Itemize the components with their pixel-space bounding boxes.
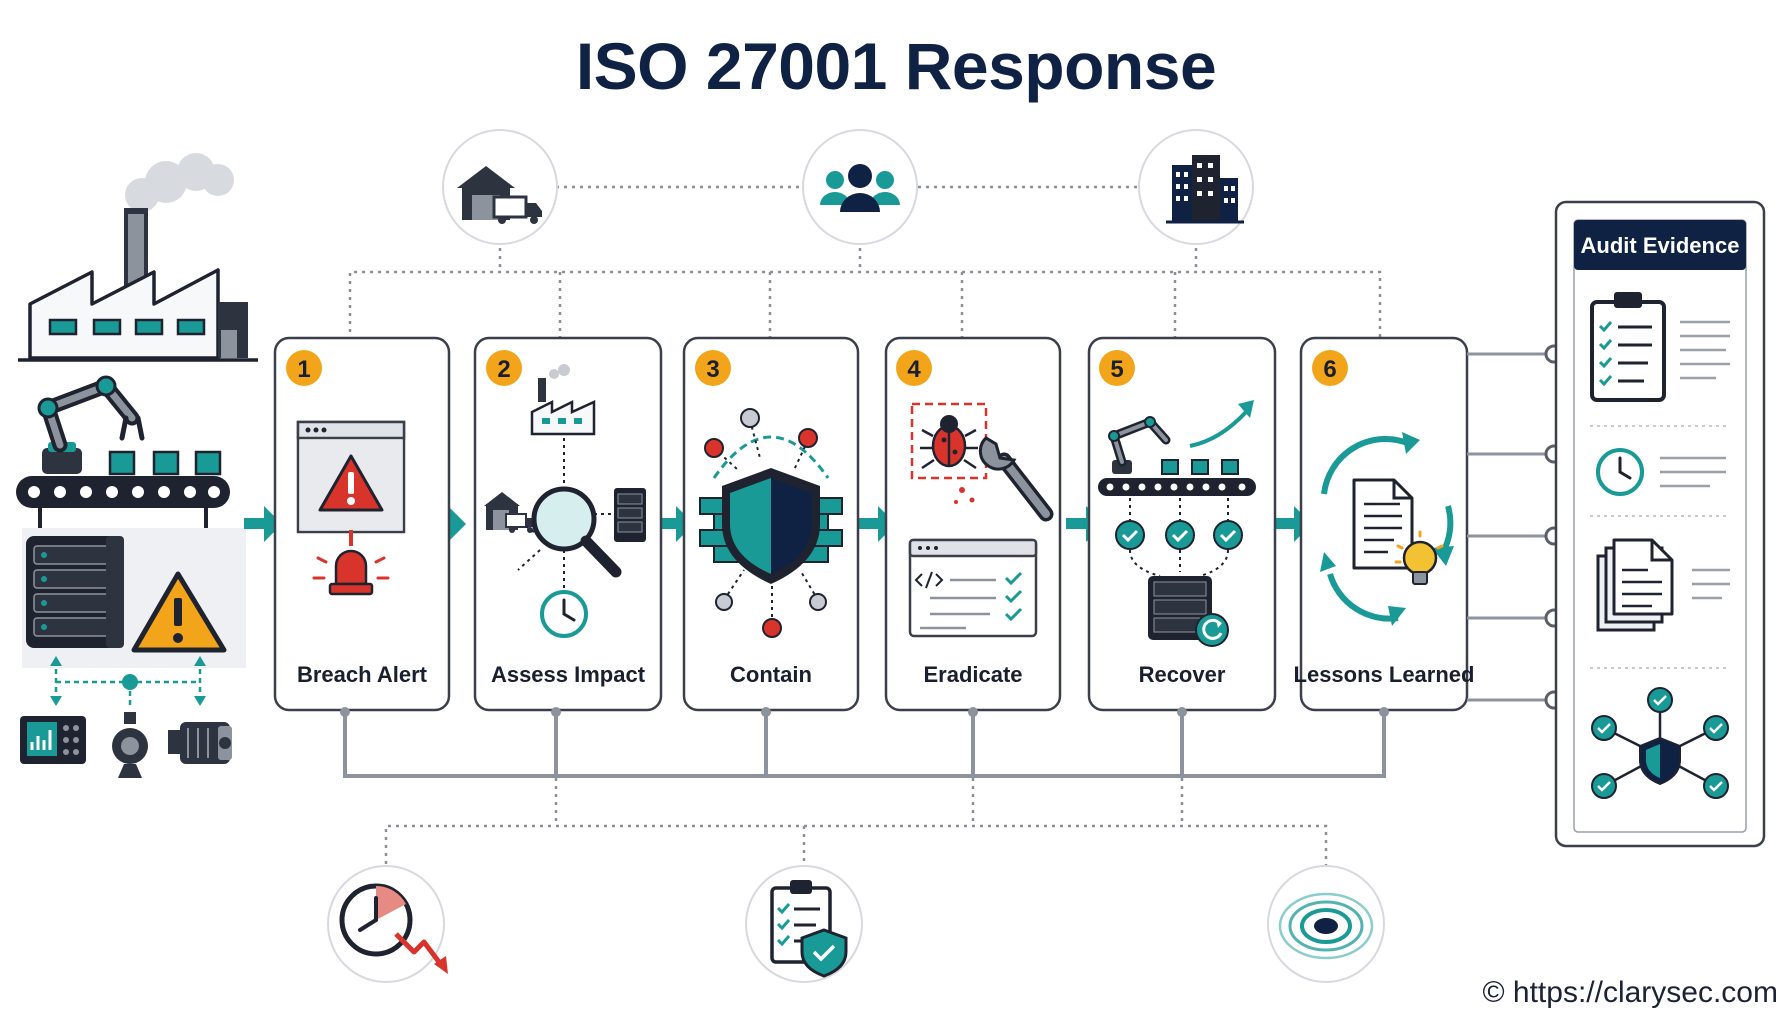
step-card-2: 2: [473, 336, 663, 712]
step-label-5: Recover: [1139, 662, 1226, 687]
step-card-5: 5: [1087, 336, 1277, 712]
audit-evidence-panel: Audit Evidence: [1554, 200, 1766, 848]
eradicate-bug-icon: [908, 402, 1054, 638]
step-number-6: 6: [1323, 356, 1336, 383]
step-number-3: 3: [706, 356, 719, 383]
office-building-icon: [1138, 129, 1254, 245]
lessons-learned-icon: [1320, 432, 1454, 626]
breach-alert-icon: [296, 420, 406, 596]
step-label-4: Eradicate: [923, 662, 1022, 687]
documents-icon: [1596, 538, 1730, 632]
audit-evidence-title: Audit Evidence: [1581, 233, 1740, 258]
step-card-6: 6 Lessons Learned: [1294, 336, 1475, 712]
step-number-5: 5: [1110, 356, 1123, 383]
robot-conveyor-icon: [16, 375, 230, 528]
checklist-clipboard-icon: [1590, 292, 1730, 402]
step-cards: 1 Breach Alert 2: [273, 336, 1475, 712]
step-number-2: 2: [497, 356, 510, 383]
page-title: ISO 27001 Response: [575, 29, 1217, 103]
copyright-link[interactable]: © https://clarysec.com: [1482, 976, 1778, 1009]
step-label-2: Assess Impact: [491, 662, 646, 687]
step-label-3: Contain: [730, 662, 812, 687]
step-number-1: 1: [297, 356, 310, 383]
step-card-3: 3: [682, 336, 860, 712]
step-label-6: Lessons Learned: [1294, 662, 1475, 687]
team-icon: [802, 129, 918, 245]
step-label-1: Breach Alert: [297, 662, 428, 687]
step-badge-2: [486, 350, 522, 386]
step-badge-5: [1099, 350, 1135, 386]
step-card-4: 4: [884, 336, 1062, 712]
audit-evidence-header: [1574, 220, 1746, 270]
step-number-4: 4: [907, 356, 921, 383]
compliance-checklist-icon: [745, 865, 863, 983]
industrial-environment: [16, 153, 258, 778]
step-badge-3: [695, 350, 731, 386]
server-warning-icon: [22, 528, 246, 668]
bottom-connector-bus: [340, 707, 1389, 880]
recover-icon: [1098, 400, 1256, 647]
audit-connectors: [1467, 344, 1564, 710]
network-shield-icon: [1591, 687, 1729, 799]
contain-shield-icon: [699, 408, 843, 638]
timestamp-clock-icon: [1596, 448, 1726, 496]
factory-icon: [18, 153, 258, 362]
step-badge-1: [286, 350, 322, 386]
downtime-clock-icon: [327, 865, 448, 983]
assess-impact-icon: [484, 364, 646, 638]
top-stakeholder-network: [348, 129, 1382, 340]
warehouse-truck-icon: [442, 129, 558, 245]
signal-monitoring-icon: [1267, 865, 1385, 983]
step-badge-6: [1312, 350, 1348, 386]
step-card-1: 1 Breach Alert: [273, 336, 451, 712]
bottom-metrics: [327, 865, 1385, 983]
sensor-devices: [20, 656, 232, 778]
step-badge-4: [896, 350, 932, 386]
